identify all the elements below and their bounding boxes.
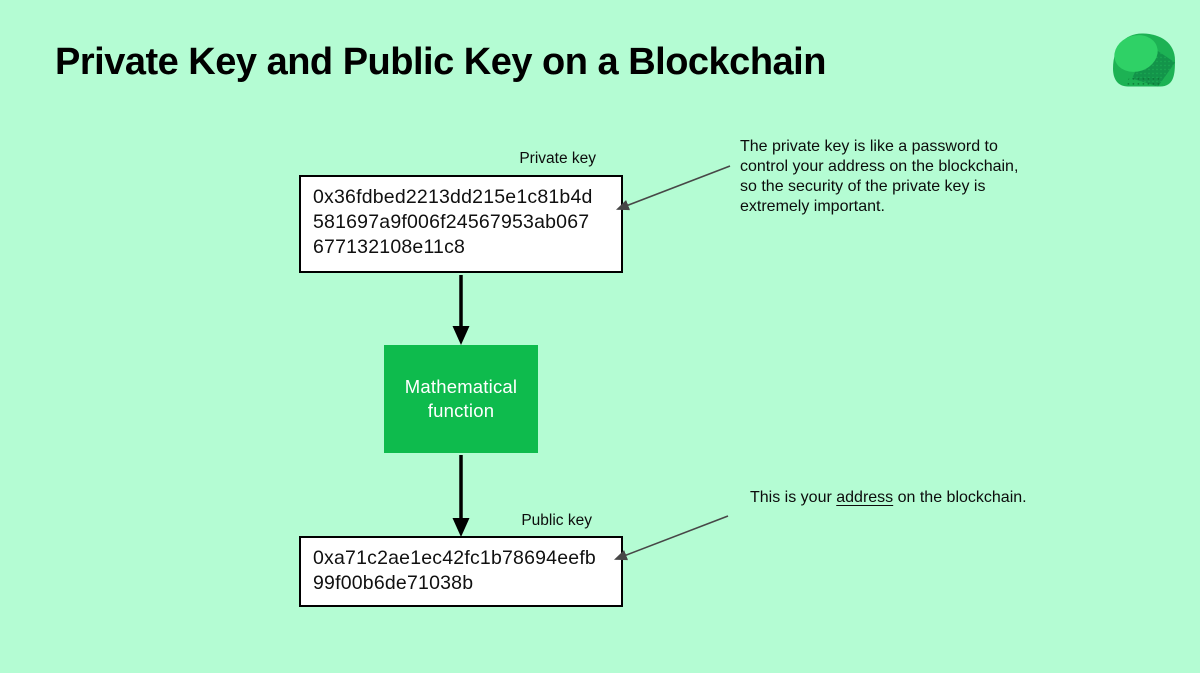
annotation-arrow-private-key [615, 165, 731, 211]
address-annotation-underlined: address [836, 489, 894, 506]
mathematical-function-box: Mathematical function [384, 345, 538, 453]
private-key-label: Private key [519, 150, 596, 167]
address-annotation: This is your address on the blockchain. [750, 488, 1027, 508]
flow-arrow-private-to-function [452, 275, 470, 345]
annotation-arrow-public-key [613, 515, 729, 561]
address-annotation-suffix: on the blockchain. [893, 489, 1027, 506]
leaf-drop-logo-icon [1113, 33, 1175, 87]
private-key-box: 0x36fdbed2213dd215e1c81b4d 581697a9f006f… [299, 175, 623, 273]
page-title: Private Key and Public Key on a Blockcha… [55, 41, 826, 83]
address-annotation-prefix: This is your [750, 489, 837, 506]
public-key-box: 0xa71c2ae1ec42fc1b78694eefb 99f00b6de710… [299, 536, 623, 607]
public-key-label: Public key [521, 512, 592, 529]
private-key-annotation: The private key is like a password to co… [740, 138, 1019, 215]
